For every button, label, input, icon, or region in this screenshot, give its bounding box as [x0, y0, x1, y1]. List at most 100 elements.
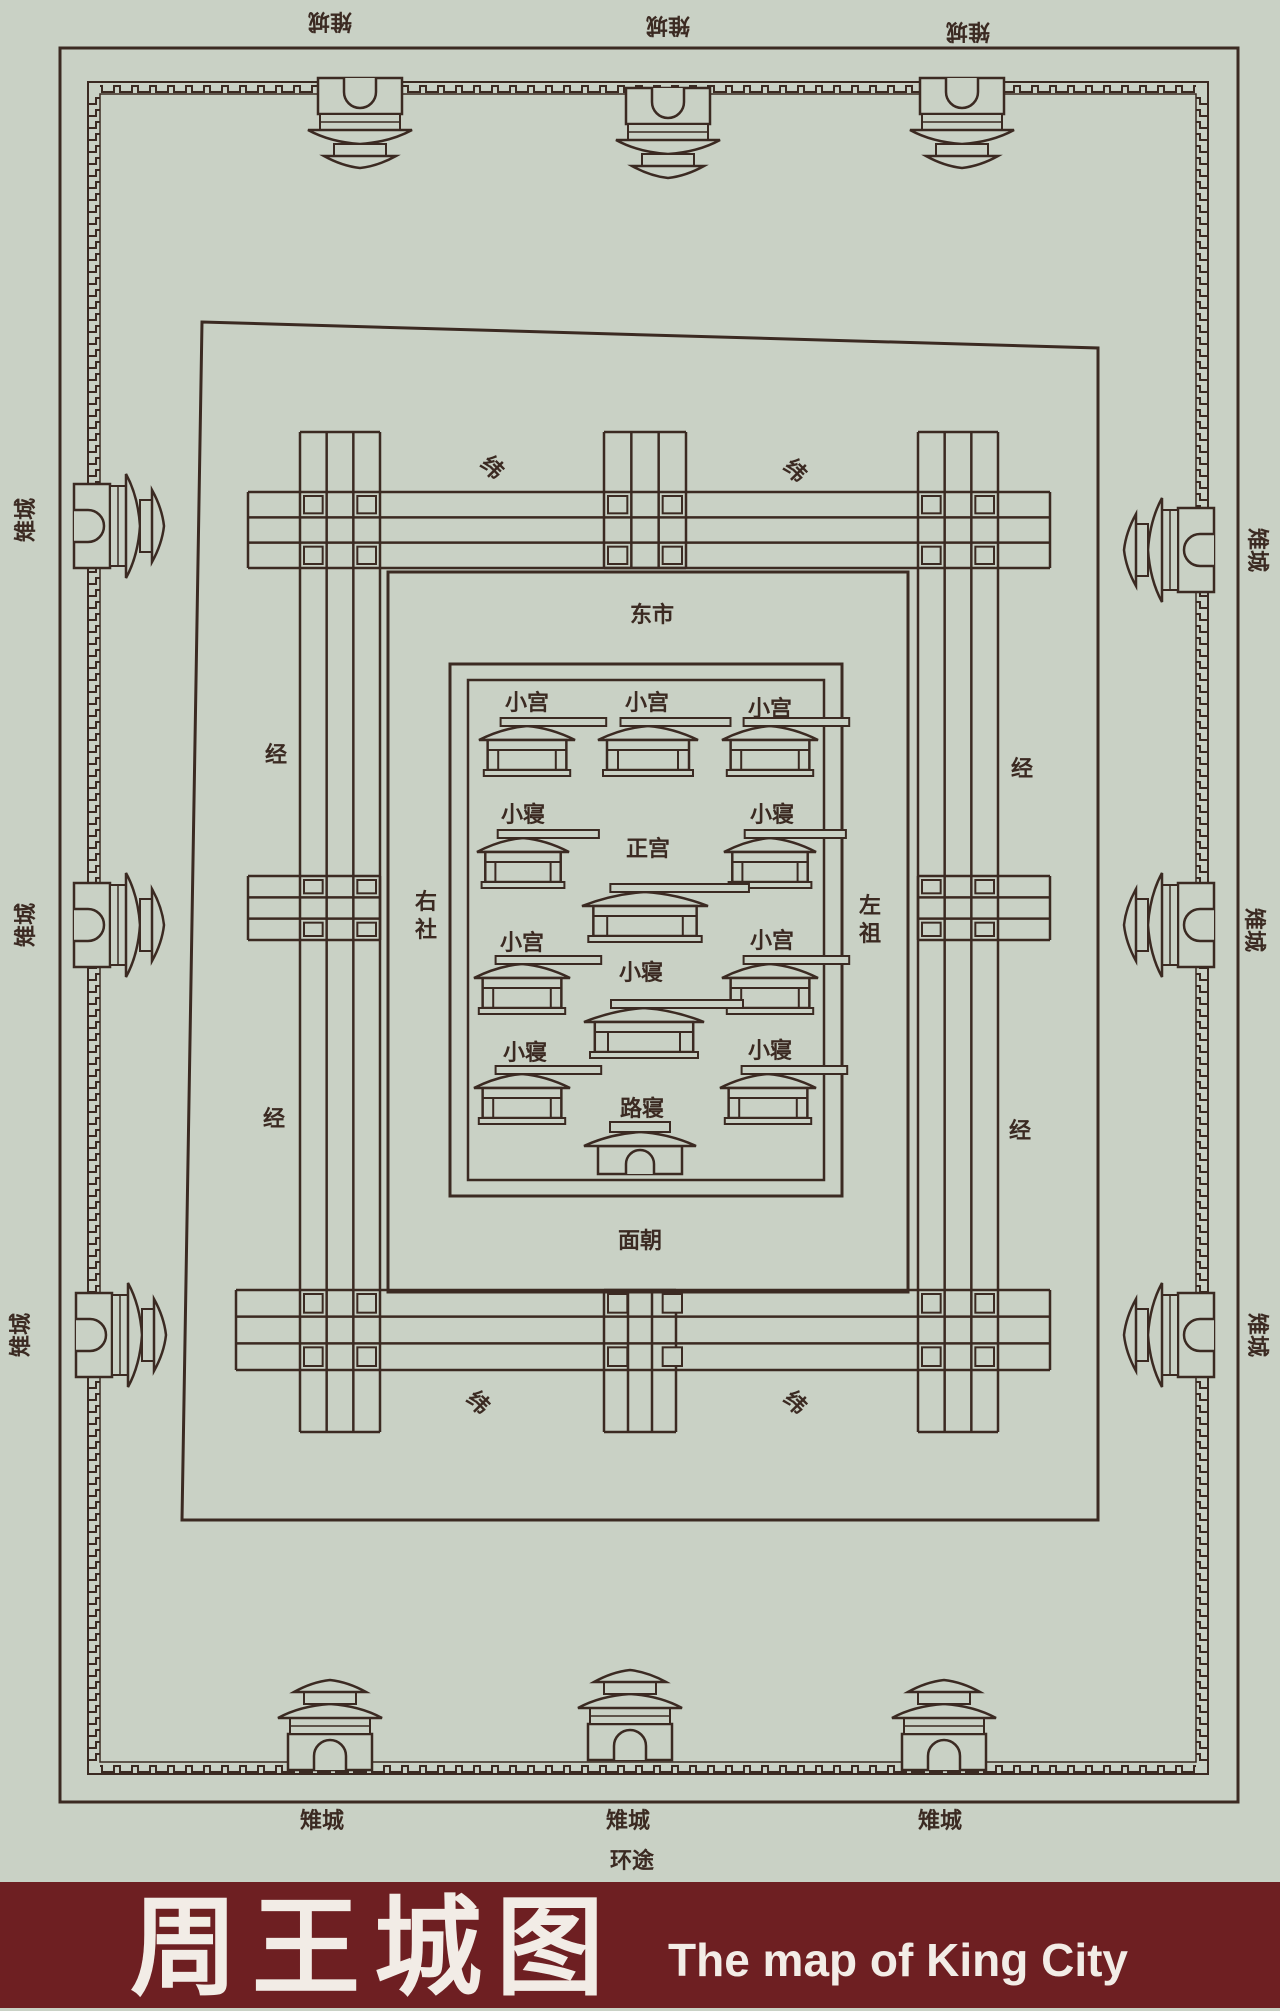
weft-label-bottom-left: 纬: [461, 1386, 495, 1420]
building-labels: 小宫 小宫 小宫 小寝 正宫 小寝 小宫 小寝 小宫 小寝 小寝 路寝: [500, 690, 794, 1122]
small-palace-label-4: 小宫: [500, 930, 544, 956]
area-labels: 东市 右 社 左 祖 面朝 环途: [415, 602, 881, 1874]
small-palace-label-2: 小宫: [625, 690, 669, 716]
road-chamber-gate: [583, 1121, 697, 1176]
east-market-label: 东市: [630, 602, 674, 628]
gate-right-2: [1122, 872, 1216, 978]
palace-enclosure-inner: [466, 678, 826, 1182]
gate-top-right: [909, 76, 1015, 170]
map-diagram: 雉城 雉城 雉城 雉城 雉城 雉城 雉城 雉城 雉城 雉城 雉城 雉城 纬 纬 …: [8, 8, 1270, 1874]
small-chamber-label-4: 小寝: [503, 1040, 547, 1066]
intersection-block: [921, 495, 942, 515]
small-palace-label-5: 小宫: [750, 928, 794, 954]
banner-title-chinese: 周王城图: [130, 1886, 619, 2011]
gate-label-top-left: 雉城: [308, 8, 352, 34]
intersection-block: [356, 545, 378, 566]
intersection-block: [921, 1293, 942, 1314]
city-gates: [72, 76, 1216, 1772]
title-banner: [0, 1882, 1280, 2008]
intersection-block: [921, 1346, 942, 1368]
palace-enclosure-outer: [448, 662, 844, 1198]
small-chamber-label-3: 小寝: [619, 960, 663, 986]
small-palace-label-1: 小宫: [505, 690, 549, 716]
intersection-block: [974, 545, 995, 566]
main-palace-label: 正宫: [626, 836, 670, 862]
intersection-block: [303, 1346, 324, 1368]
gate-label-right-2: 雉城: [1241, 908, 1267, 952]
main-palace-building: [581, 883, 750, 943]
gate-label-bottom-left: 雉城: [300, 1808, 344, 1834]
banner-title-english: The map of King City: [668, 1934, 1128, 1986]
gate-label-bottom-right: 雉城: [918, 1808, 962, 1834]
middle-enclosure: [180, 320, 1100, 1522]
gate-left-3: [74, 1282, 168, 1388]
gate-label-bottom-center: 雉城: [606, 1808, 650, 1834]
small-chamber-building-4: [473, 1065, 603, 1125]
road-grid: [234, 430, 1052, 1434]
left-ancestor-label-2: 祖: [859, 922, 881, 947]
small-chamber-label-1: 小寝: [501, 802, 545, 828]
intersection-block: [661, 1346, 684, 1368]
weft-label-top-left: 纬: [475, 451, 509, 485]
gate-label-right-1: 雉城: [1244, 528, 1270, 572]
small-chamber-label-2: 小寝: [750, 802, 794, 828]
small-chamber-building-1: [476, 829, 600, 889]
gate-label-right-3: 雉城: [1244, 1313, 1270, 1357]
gate-top-left: [307, 76, 413, 170]
intersection-block: [356, 921, 378, 938]
small-palace-building-2: [597, 717, 732, 777]
intersection-block: [607, 545, 629, 566]
gate-labels: 雉城 雉城 雉城 雉城 雉城 雉城 雉城 雉城 雉城 雉城 雉城 雉城: [8, 8, 1270, 1834]
small-palace-building-4: [473, 955, 603, 1015]
intersection-block: [303, 545, 324, 566]
gate-left-1: [72, 473, 166, 579]
intersection-block: [356, 1346, 378, 1368]
market-enclosure: [386, 570, 910, 1294]
intersection-block: [921, 879, 942, 895]
weft-label-top-right: 纬: [778, 454, 812, 488]
warp-label-left-2: 经: [263, 1106, 285, 1132]
gate-bottom-center: [577, 1668, 683, 1762]
warp-label-right-2: 经: [1009, 1118, 1031, 1144]
intersection-block: [356, 879, 378, 895]
intersection-block: [607, 495, 629, 515]
small-palace-label-3: 小宫: [748, 696, 792, 722]
gate-label-left-3: 雉城: [8, 1313, 34, 1357]
intersection-block: [974, 1346, 995, 1368]
intersection-block: [356, 495, 378, 515]
gate-right-1: [1122, 497, 1216, 603]
intersection-block: [356, 1293, 378, 1314]
intersection-block: [974, 921, 995, 938]
intersection-block: [661, 1293, 684, 1314]
intersection-block: [974, 495, 995, 515]
warp-label-left-1: 经: [265, 742, 287, 768]
road-chamber-label: 路寝: [620, 1096, 664, 1122]
intersection-block: [661, 495, 684, 515]
palace-buildings: [473, 717, 851, 1176]
gate-label-left-2: 雉城: [13, 903, 39, 947]
intersection-block: [303, 495, 324, 515]
gate-label-left-1: 雉城: [13, 498, 39, 542]
intersection-block: [921, 545, 942, 566]
gate-label-top-center: 雉城: [646, 12, 690, 38]
small-chamber-building-5: [719, 1065, 849, 1125]
intersection-block: [921, 921, 942, 938]
gate-label-top-right: 雉城: [946, 18, 990, 44]
gate-top-center: [615, 86, 721, 180]
gate-bottom-left: [277, 1678, 383, 1772]
intersection-block: [303, 921, 324, 938]
right-altar-label-2: 社: [415, 917, 437, 943]
intersection-block: [607, 1346, 629, 1368]
small-palace-building-1: [478, 717, 608, 777]
warp-label-right-1: 经: [1011, 756, 1033, 782]
intersection-block: [303, 879, 324, 895]
intersection-block: [974, 879, 995, 895]
small-chamber-building-3: [583, 999, 744, 1059]
ring-road-label: 环途: [610, 1848, 655, 1874]
weft-label-bottom-right: 纬: [778, 1386, 812, 1420]
right-altar-label-1: 右: [415, 890, 437, 915]
small-palace-building-3: [721, 717, 851, 777]
small-chamber-label-5: 小寝: [748, 1038, 792, 1064]
gate-bottom-right: [891, 1678, 997, 1772]
